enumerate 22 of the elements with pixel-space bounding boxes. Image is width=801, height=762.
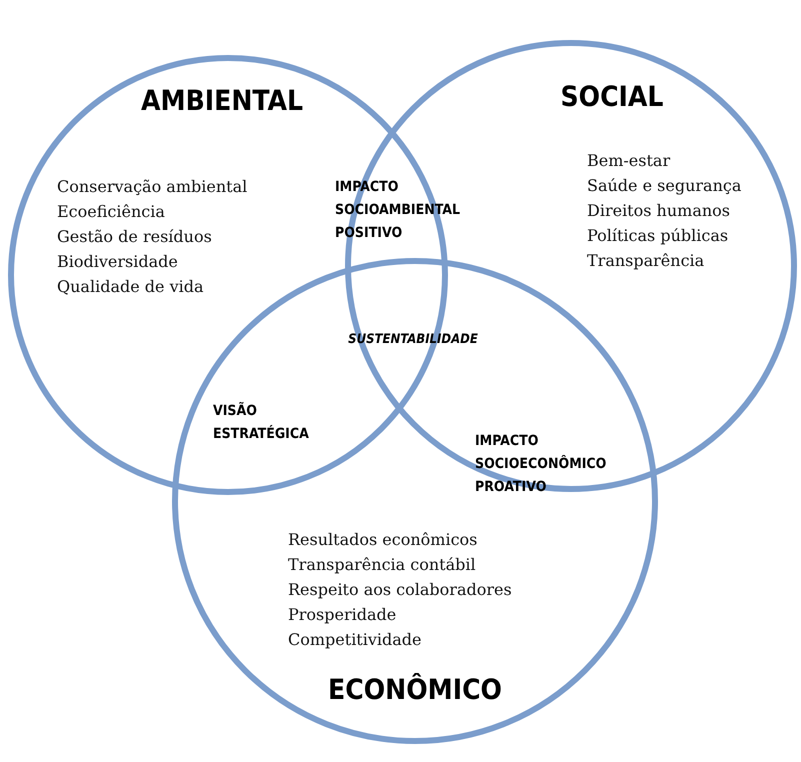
list-item: Transparência [587, 250, 704, 272]
list-item: Ecoeficiência [57, 201, 165, 223]
overlap-center-label: SUSTENTABILIDADE [348, 331, 478, 349]
circle-heading: SOCIAL [560, 80, 664, 113]
list-item: Qualidade de vida [57, 276, 204, 298]
list-item: Competitividade [288, 629, 422, 651]
list-item: Respeito aos colaboradores [288, 579, 512, 601]
circle-heading: AMBIENTAL [141, 84, 303, 117]
list-item: Biodiversidade [57, 251, 178, 273]
overlap-label: IMPACTO SOCIOECONÔMICO PROATIVO [475, 432, 606, 497]
list-item: Prosperidade [288, 604, 396, 626]
list-item: Saúde e segurança [587, 175, 742, 197]
list-item: Bem-estar [587, 150, 670, 172]
list-item: Transparência contábil [288, 554, 476, 576]
circle-heading: ECONÔMICO [328, 673, 502, 706]
list-item: Políticas públicas [587, 225, 728, 247]
overlap-label: VISÃO ESTRATÉGICA [213, 401, 309, 444]
overlap-label: IMPACTO SOCIOAMBIENTAL POSITIVO [335, 178, 460, 243]
list-item: Conservação ambiental [57, 176, 248, 198]
list-item: Direitos humanos [587, 200, 730, 222]
list-item: Gestão de resíduos [57, 226, 212, 248]
list-item: Resultados econômicos [288, 529, 478, 551]
